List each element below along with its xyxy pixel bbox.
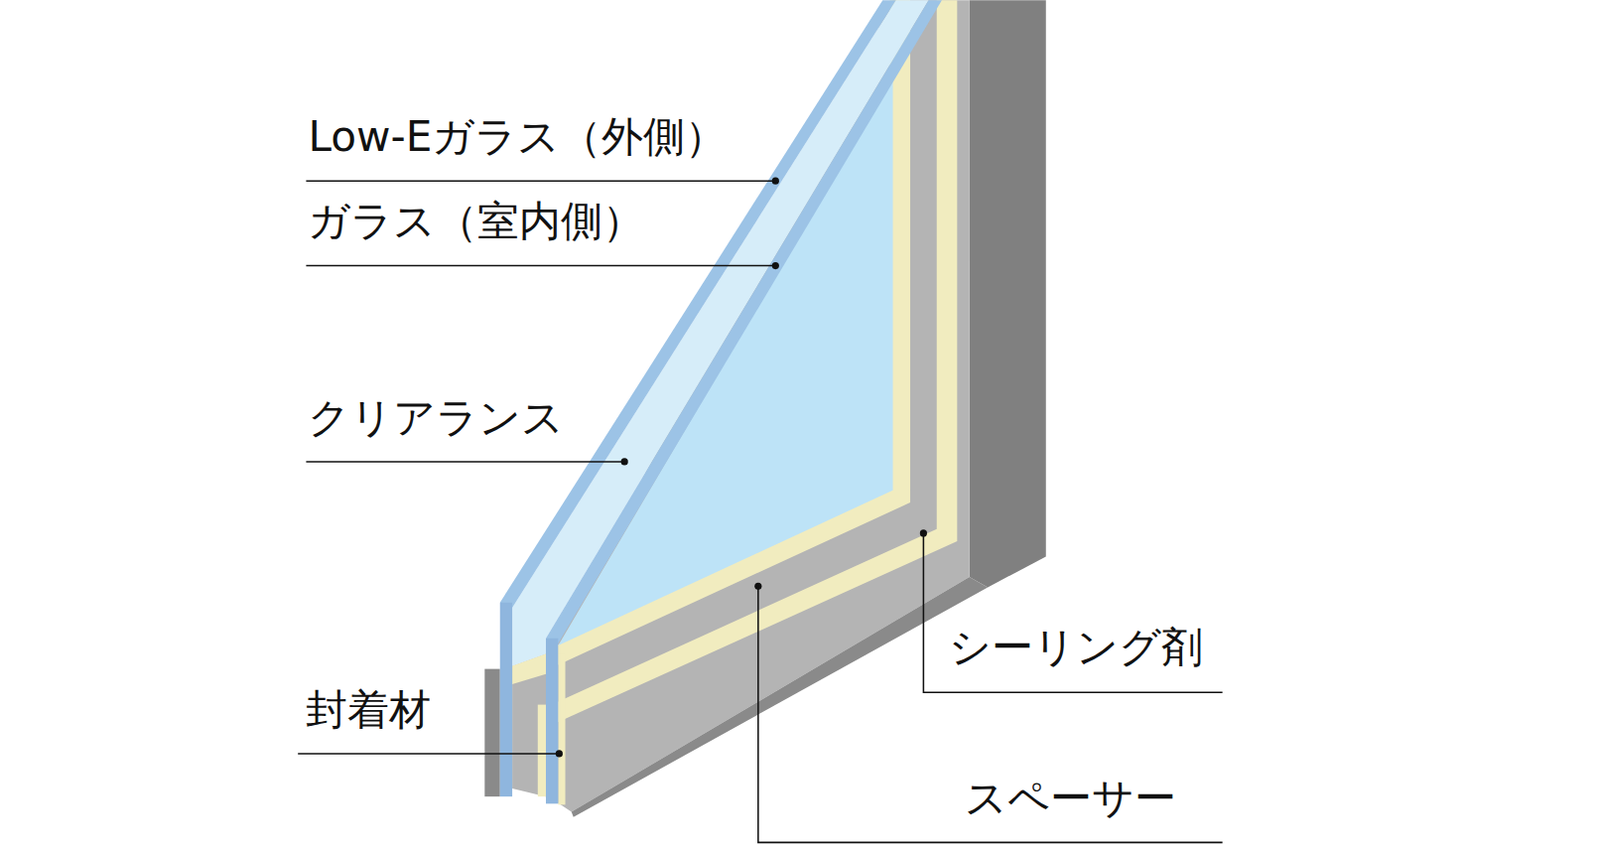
inner-glass-edge: [545, 638, 558, 804]
leader-dot: [754, 582, 762, 590]
leader-line: [297, 752, 559, 755]
clearance: [512, 0, 929, 666]
profile: [484, 668, 500, 798]
leader-dot: [772, 262, 780, 269]
leader-line: [305, 179, 776, 182]
outer-glass-edge: [500, 602, 513, 797]
leader-dot: [621, 457, 629, 465]
part-label: シーリング剤: [948, 622, 1203, 673]
part-label: ガラス（室内側）: [307, 196, 645, 248]
profile: [512, 653, 546, 797]
sealant: [537, 704, 546, 798]
leader-line: [305, 265, 776, 267]
part-label: スペーサー: [964, 773, 1177, 824]
sealant: [557, 653, 565, 804]
leader-line: [758, 585, 1223, 842]
part-label: 封着材: [305, 684, 431, 736]
frame: [969, 0, 1047, 587]
leader-dot: [555, 749, 563, 757]
part-label: Low-Eガラス（外側）: [307, 112, 727, 163]
sealing: [555, 0, 957, 723]
leader-line: [923, 533, 1222, 692]
leader-dots: [555, 177, 928, 758]
leader-dot: [772, 177, 780, 185]
leader-line: [305, 460, 625, 463]
inner-glass: [545, 0, 942, 644]
leader-dot: [920, 529, 928, 536]
leader-lines: [297, 180, 1222, 842]
part-label: クリアランス: [307, 393, 564, 444]
outer-glass: [500, 0, 897, 608]
